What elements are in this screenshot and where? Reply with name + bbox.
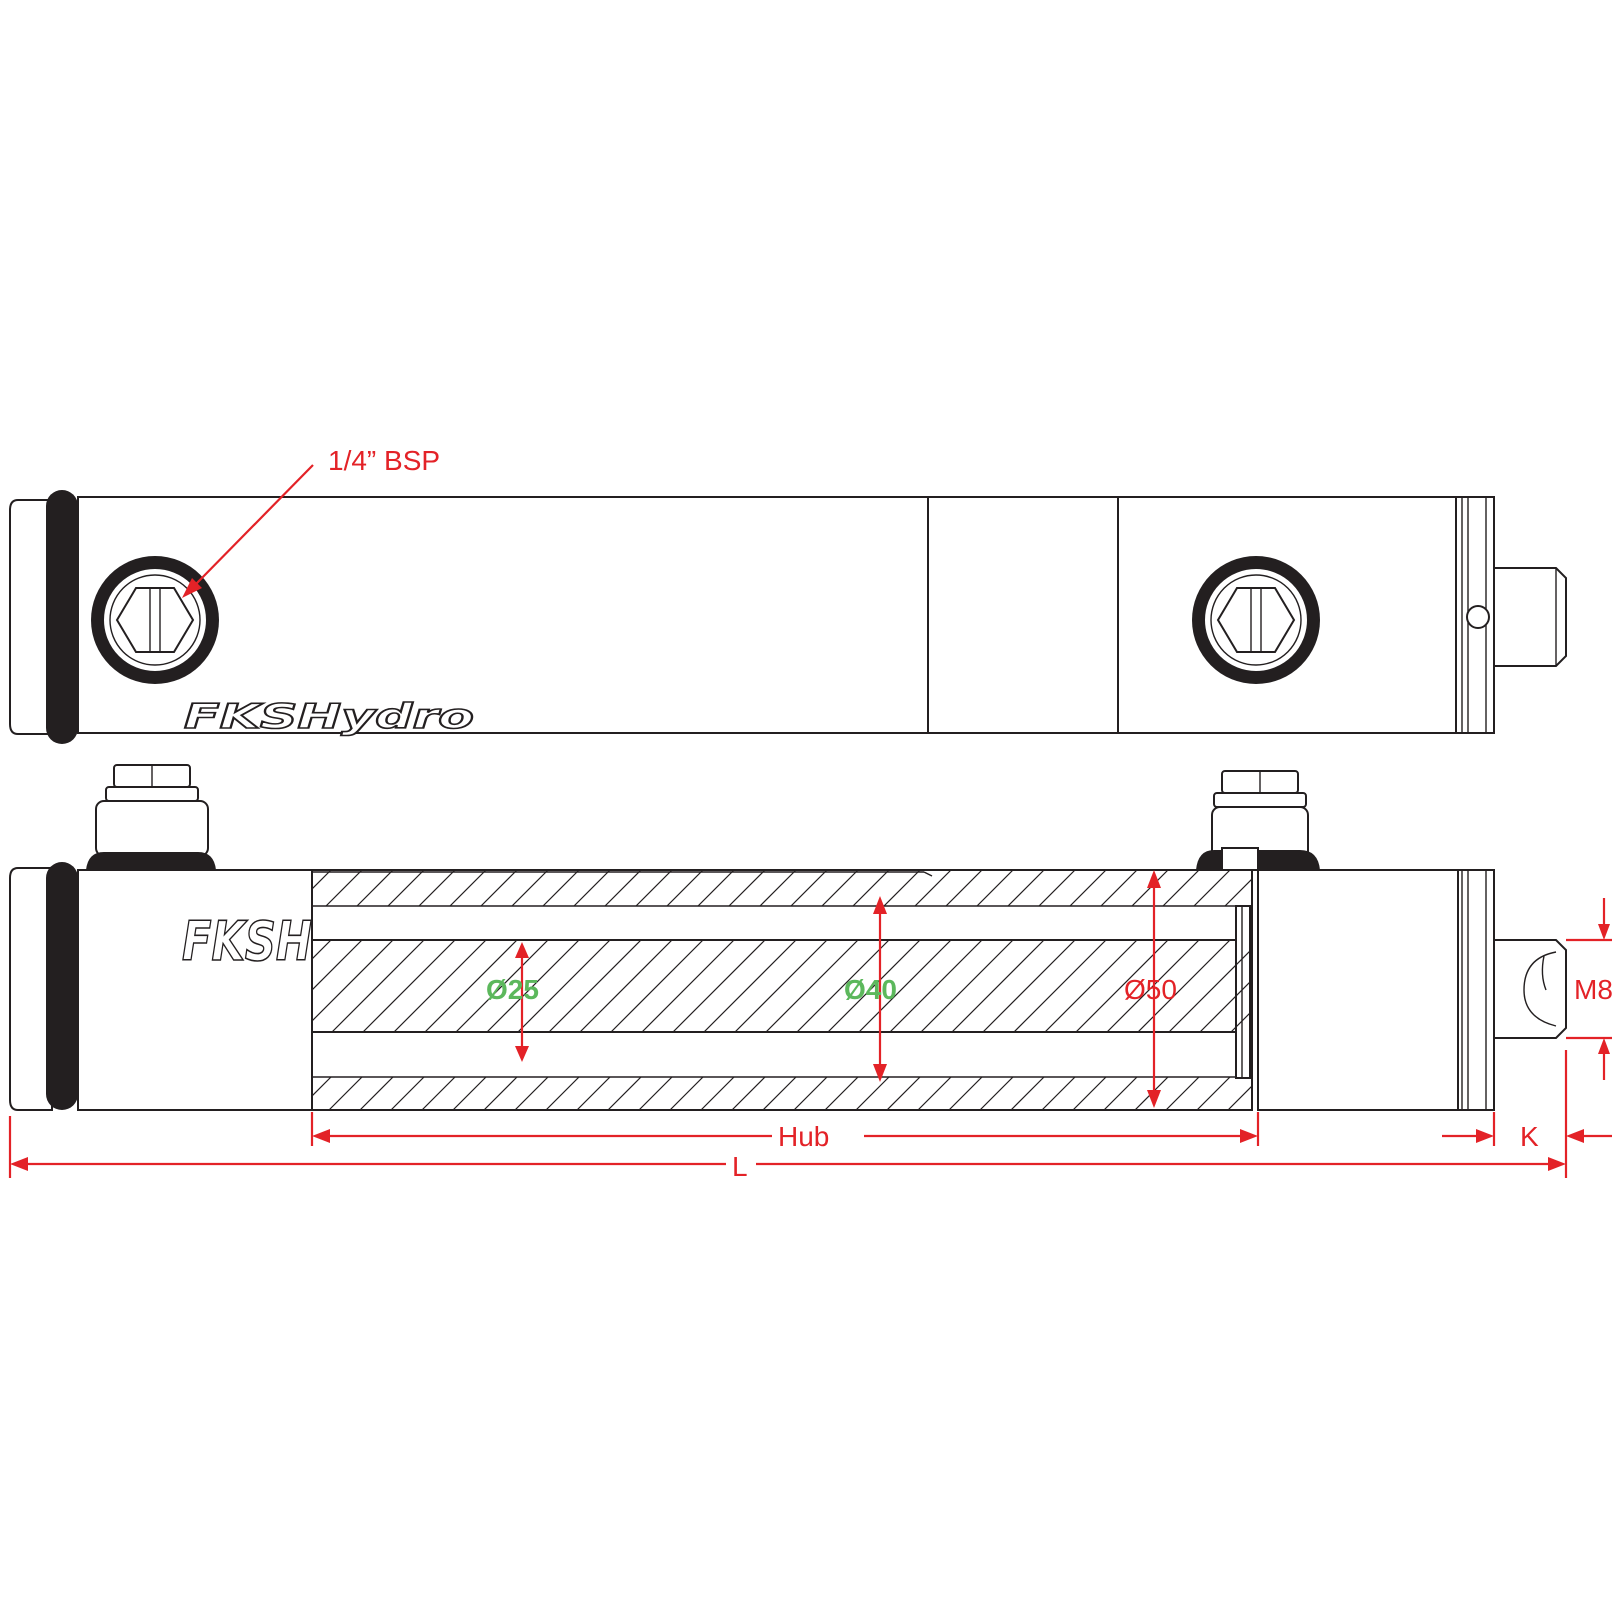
dimension-lines xyxy=(8,870,1612,1178)
top-view: FKSHydro 1/4” BSP xyxy=(9,445,1567,744)
side-piston-rod xyxy=(311,939,1239,1033)
side-port-left xyxy=(86,764,216,870)
side-rod-end-head xyxy=(1257,869,1459,1111)
top-piston-rod-section xyxy=(927,496,1119,734)
top-threaded-rod-end xyxy=(1493,567,1567,667)
top-port-right xyxy=(1192,556,1320,684)
top-left-seal-band xyxy=(46,490,78,744)
dimension-labels: Ø25 Ø40 Ø50 M8 Hub K L xyxy=(486,974,1613,1182)
side-rod-end-cap xyxy=(1457,869,1495,1111)
side-left-end-cap xyxy=(9,867,53,1111)
side-port-right xyxy=(1196,770,1320,871)
side-threaded-rod-end xyxy=(1493,939,1567,1039)
rod-diameter-label: Ø25 xyxy=(486,974,539,1005)
bore-diameter-label: Ø40 xyxy=(844,974,897,1005)
logo-text-side: FKSH xyxy=(182,910,312,973)
thread-label: M8 xyxy=(1574,974,1613,1005)
overall-length-label: L xyxy=(732,1151,748,1182)
logo-text-top: FKSHydro xyxy=(184,697,474,737)
top-pin-hole xyxy=(1466,605,1490,629)
side-left-seal-band xyxy=(46,862,78,1110)
top-port-left xyxy=(91,556,219,684)
top-main-barrel xyxy=(77,496,929,734)
side-cap-block xyxy=(77,869,313,1111)
port-label: 1/4” BSP xyxy=(328,445,440,476)
stroke-label: Hub xyxy=(778,1121,829,1152)
thread-length-label: K xyxy=(1520,1121,1539,1152)
side-view: FKSH xyxy=(9,764,1567,1111)
port-callout: 1/4” BSP xyxy=(182,445,440,598)
outer-diameter-label: Ø50 xyxy=(1124,974,1177,1005)
top-left-end-cap xyxy=(9,499,53,735)
